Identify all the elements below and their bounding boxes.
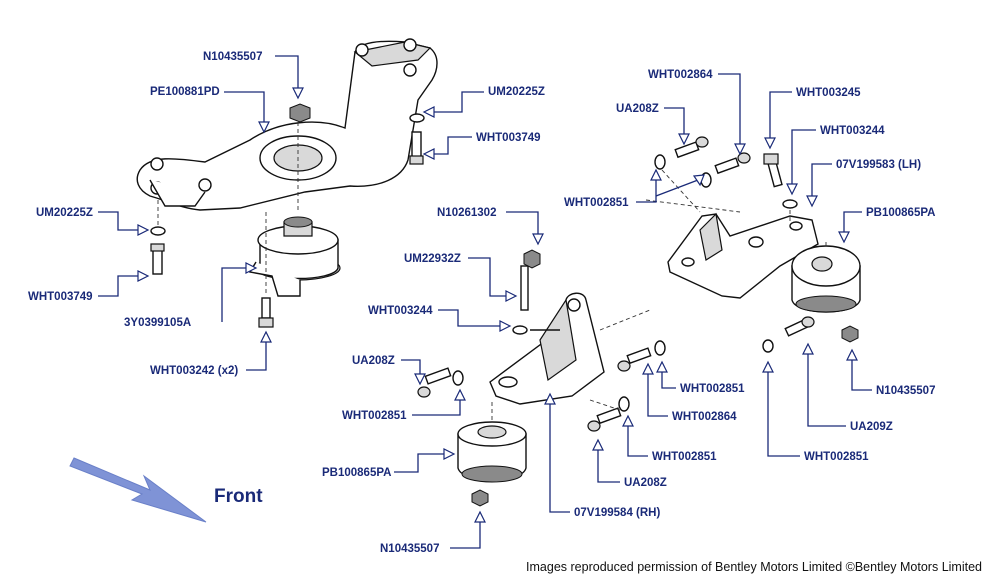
label-um20225z-left: UM20225Z [36,207,93,219]
label-wht002851-mid-left: WHT002851 [342,410,407,422]
label-wht003244-right: WHT003244 [820,125,885,137]
bolt-ua209z [784,316,815,337]
label-wht002864-top: WHT002864 [648,69,713,81]
label-wht003245: WHT003245 [796,87,861,99]
bolt-wht003749-left [150,243,165,275]
washer-wht003244-mid [512,325,528,335]
washer-wht003244-right [782,199,798,209]
label-pb100865pa-right: PB100865PA [866,207,935,219]
label-ua208z-mid-right: UA208Z [624,477,667,489]
label-wht003749-top: WHT003749 [476,132,541,144]
bracket-07v199583-lh [667,212,819,299]
label-n10435507-mid: N10435507 [380,543,439,555]
label-ua208z-top: UA208Z [616,103,659,115]
engine-mount-3y0399105a [248,216,341,297]
nut-n10435507-mid [471,489,489,507]
label-3y0399105a: 3Y0399105A [124,317,191,329]
label-pe100881pd: PE100881PD [150,86,220,98]
label-n10435507-top: N10435507 [203,51,262,63]
label-wht002864-mid: WHT002864 [672,411,737,423]
engine-mount-pb100865pa-rh [457,421,527,483]
label-ua208z-mid-left: UA208Z [352,355,395,367]
label-wht003242: WHT003242 (x2) [150,365,238,377]
stud-um22932z [520,249,541,311]
label-um20225z-top: UM20225Z [488,86,545,98]
label-wht002851-mid-bottom: WHT002851 [652,451,717,463]
label-n10435507-right: N10435507 [876,385,935,397]
engine-mount-pb100865pa-lh [791,245,861,313]
bracket-07v199584-rh [489,292,605,405]
washer-wht002851-right-low [762,339,774,353]
label-wht002851-top: WHT002851 [564,197,629,209]
leaders [98,55,872,549]
label-wht002851-right: WHT002851 [804,451,869,463]
part-labels: N10435507 PE100881PD UM20225Z WHT003749 … [28,51,935,555]
label-um22932z: UM22932Z [404,253,461,265]
bolt-wht002864-top [700,152,751,188]
label-pb100865pa-mid: PB100865PA [322,467,391,479]
label-wht002851-mid-right: WHT002851 [680,383,745,395]
crossmember-pe100881pd [136,38,438,211]
bolt-wht003242 [258,297,274,328]
copyright-credit: Images reproduced permission of Bentley … [526,560,982,574]
label-n10261302: N10261302 [437,207,496,219]
label-07v199584-rh: 07V199584 (RH) [574,507,660,519]
bolt-wht003245 [763,153,783,188]
bolt-wht003749-right [409,131,424,165]
label-07v199583-lh: 07V199583 (LH) [836,159,921,171]
label-wht003749-left: WHT003749 [28,291,93,303]
bolt-ua208z-mid-right [587,396,630,432]
washer-um20225z-left [150,226,166,236]
washer-um20225z-right [409,113,425,123]
bolt-ua208z-mid-left [417,367,464,398]
label-wht003244-mid: WHT003244 [368,305,433,317]
nut-top-left [289,103,311,123]
label-ua209z: UA209Z [850,421,893,433]
bolt-ua208z-top [654,136,709,170]
front-label: Front [214,486,263,507]
nut-n10435507-right [841,325,859,343]
bolt-wht002864-mid [617,340,666,372]
front-arrow [69,457,207,523]
